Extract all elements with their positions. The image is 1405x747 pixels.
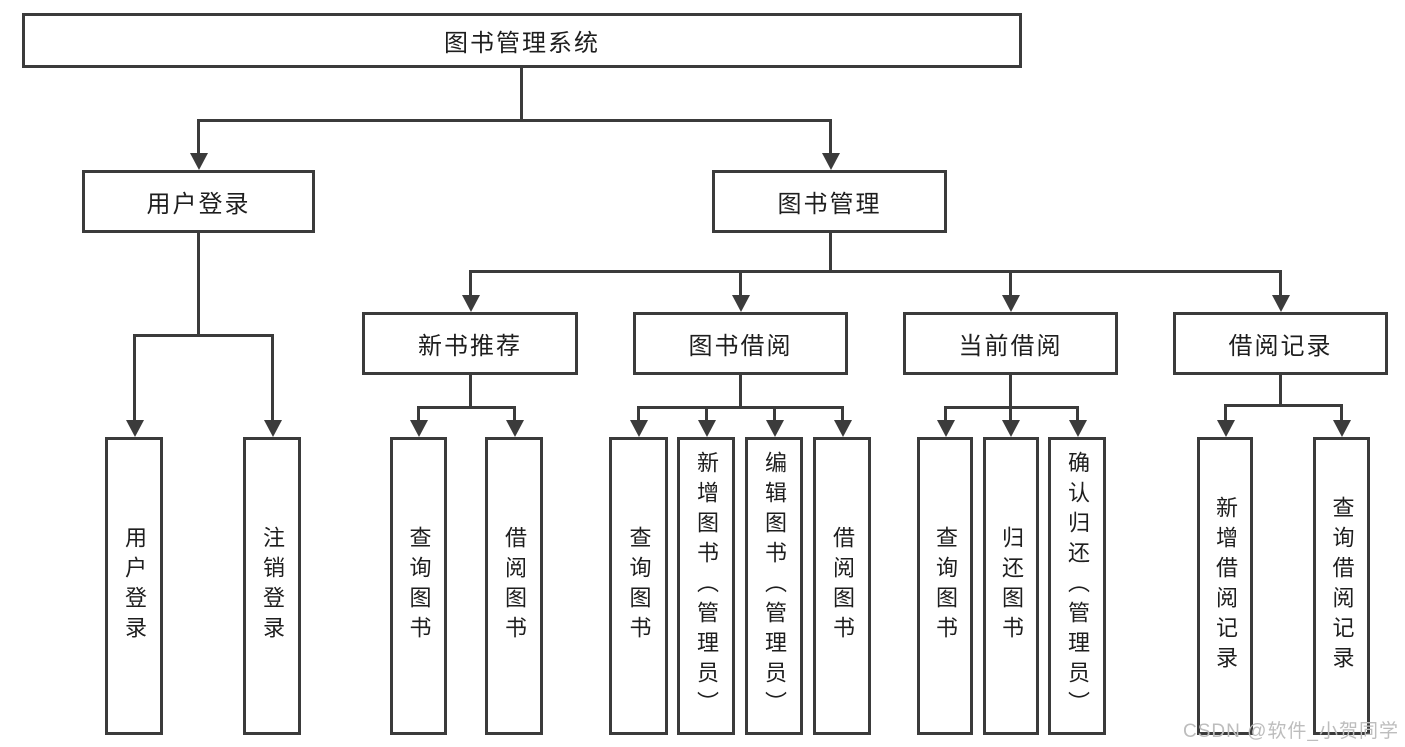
connector-line bbox=[944, 406, 947, 421]
connector-line bbox=[417, 406, 516, 409]
connector-line bbox=[705, 406, 708, 421]
leaf-label: 查询借阅记录 bbox=[1329, 496, 1355, 676]
leaf-user-login: 用户登录 bbox=[105, 437, 163, 735]
node-label: 图书借阅 bbox=[688, 333, 793, 360]
arrow-down-icon bbox=[766, 420, 784, 437]
connector-line bbox=[637, 406, 640, 421]
connector-line bbox=[417, 406, 420, 421]
connector-line bbox=[197, 233, 200, 336]
connector-line bbox=[1279, 270, 1282, 296]
leaf-label: 确认归还（管理员） bbox=[1065, 451, 1090, 721]
arrow-down-icon bbox=[698, 420, 716, 437]
connector-line bbox=[520, 68, 523, 121]
arrow-down-icon bbox=[630, 420, 648, 437]
leaf-borrow-query-books: 查询图书 bbox=[609, 437, 668, 735]
leaf-label: 新增图书（管理员） bbox=[694, 451, 719, 721]
node-user-login: 用户登录 bbox=[82, 170, 315, 233]
node-new-book-recommendation: 新书推荐 bbox=[362, 312, 578, 375]
connector-line bbox=[1009, 375, 1012, 409]
leaf-records-query-record: 查询借阅记录 bbox=[1313, 437, 1370, 735]
arrow-down-icon bbox=[1069, 420, 1087, 437]
leaf-label: 新增借阅记录 bbox=[1213, 496, 1238, 676]
connector-line bbox=[513, 406, 516, 421]
leaf-current-return-books: 归还图书 bbox=[983, 437, 1039, 735]
connector-line bbox=[469, 375, 472, 409]
connector-line bbox=[829, 119, 832, 154]
leaf-label: 用户登录 bbox=[122, 526, 147, 646]
arrow-down-icon bbox=[732, 295, 750, 312]
leaf-label: 编辑图书（管理员） bbox=[762, 451, 787, 721]
node-label: 图书管理系统 bbox=[444, 30, 600, 57]
arrow-down-icon bbox=[822, 153, 840, 170]
leaf-logout: 注销登录 bbox=[243, 437, 301, 735]
leaf-records-add-record: 新增借阅记录 bbox=[1197, 437, 1253, 735]
connector-line bbox=[1279, 375, 1282, 406]
leaf-label: 查询图书 bbox=[933, 526, 958, 646]
arrow-down-icon bbox=[506, 420, 524, 437]
node-current-borrowing: 当前借阅 bbox=[903, 312, 1118, 375]
arrow-down-icon bbox=[1002, 420, 1020, 437]
node-label: 当前借阅 bbox=[958, 333, 1063, 360]
connector-line bbox=[1224, 404, 1343, 407]
leaf-label: 借阅图书 bbox=[830, 526, 855, 646]
connector-line bbox=[197, 119, 200, 154]
leaf-borrow-edit-books-admin: 编辑图书（管理员） bbox=[745, 437, 803, 735]
connector-line bbox=[1076, 406, 1079, 421]
leaf-label: 查询图书 bbox=[406, 526, 432, 646]
arrow-down-icon bbox=[937, 420, 955, 437]
connector-line bbox=[1009, 270, 1012, 296]
leaf-label: 注销登录 bbox=[260, 526, 285, 646]
arrow-down-icon bbox=[126, 420, 144, 437]
arrow-down-icon bbox=[1217, 420, 1235, 437]
arrow-down-icon bbox=[264, 420, 282, 437]
arrow-down-icon bbox=[834, 420, 852, 437]
arrow-down-icon bbox=[1272, 295, 1290, 312]
arrow-down-icon bbox=[462, 295, 480, 312]
connector-line bbox=[197, 119, 832, 122]
connector-line bbox=[739, 375, 742, 409]
connector-line bbox=[739, 270, 742, 296]
arrow-down-icon bbox=[1002, 295, 1020, 312]
node-label: 图书管理 bbox=[777, 191, 882, 218]
arrow-down-icon bbox=[190, 153, 208, 170]
connector-line bbox=[133, 334, 274, 337]
arrow-down-icon bbox=[410, 420, 428, 437]
leaf-newbook-query-books: 查询图书 bbox=[390, 437, 447, 735]
leaf-current-confirm-return-admin: 确认归还（管理员） bbox=[1048, 437, 1106, 735]
connector-line bbox=[841, 406, 844, 421]
node-book-borrowing: 图书借阅 bbox=[633, 312, 848, 375]
connector-line bbox=[1340, 404, 1343, 421]
connector-line bbox=[637, 406, 844, 409]
connector-line bbox=[773, 406, 776, 421]
connector-line bbox=[829, 233, 832, 273]
node-borrowing-records: 借阅记录 bbox=[1173, 312, 1388, 375]
node-book-management: 图书管理 bbox=[712, 170, 947, 233]
connector-line bbox=[469, 270, 472, 296]
arrow-down-icon bbox=[1333, 420, 1351, 437]
watermark: CSDN @软件_小贺同学 bbox=[1183, 721, 1399, 742]
leaf-newbook-borrow-books: 借阅图书 bbox=[485, 437, 543, 735]
connector-line bbox=[469, 270, 1282, 273]
leaf-label: 查询图书 bbox=[626, 526, 652, 646]
connector-line bbox=[1009, 406, 1012, 421]
connector-line bbox=[271, 334, 274, 421]
node-label: 用户登录 bbox=[146, 191, 251, 218]
node-label: 借阅记录 bbox=[1228, 333, 1333, 360]
node-library-system: 图书管理系统 bbox=[22, 13, 1022, 68]
leaf-label: 借阅图书 bbox=[502, 526, 527, 646]
leaf-borrow-borrow-books: 借阅图书 bbox=[813, 437, 871, 735]
node-label: 新书推荐 bbox=[418, 333, 522, 360]
leaf-borrow-add-books-admin: 新增图书（管理员） bbox=[677, 437, 735, 735]
leaf-current-query-books: 查询图书 bbox=[917, 437, 973, 735]
connector-line bbox=[1224, 404, 1227, 421]
connector-line bbox=[133, 334, 136, 421]
leaf-label: 归还图书 bbox=[999, 526, 1024, 646]
